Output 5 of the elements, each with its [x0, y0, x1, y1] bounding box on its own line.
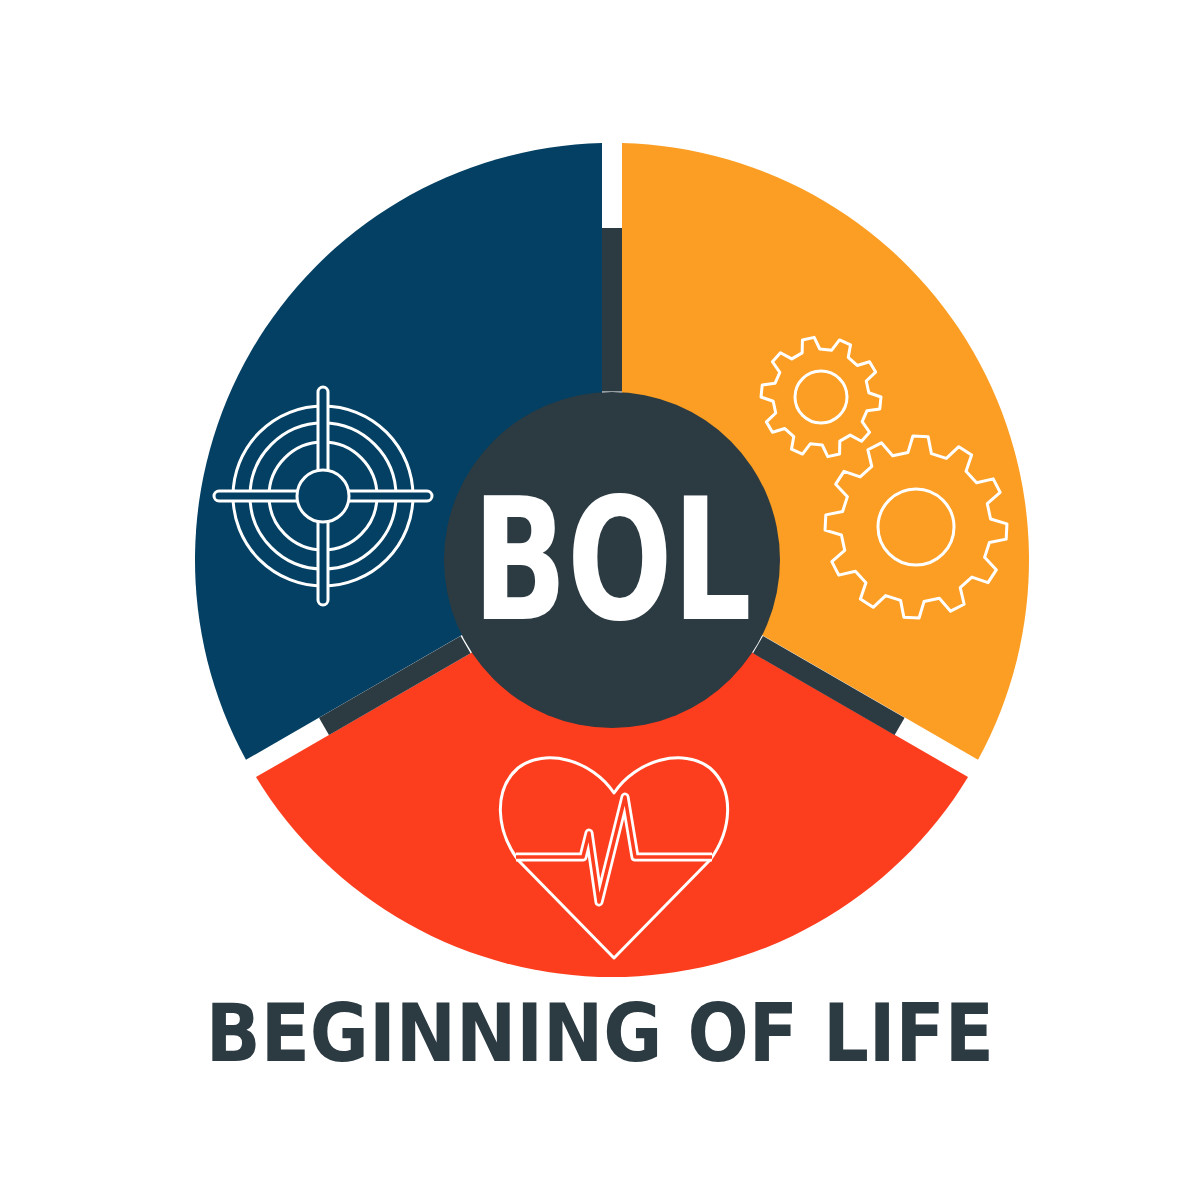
hub-spoke	[752, 635, 905, 735]
acronym-text: BOL	[472, 475, 752, 645]
hub-spoke	[319, 635, 472, 735]
hub-spoke	[602, 228, 622, 392]
title-text: BEGINNING OF LIFE	[205, 994, 995, 1074]
